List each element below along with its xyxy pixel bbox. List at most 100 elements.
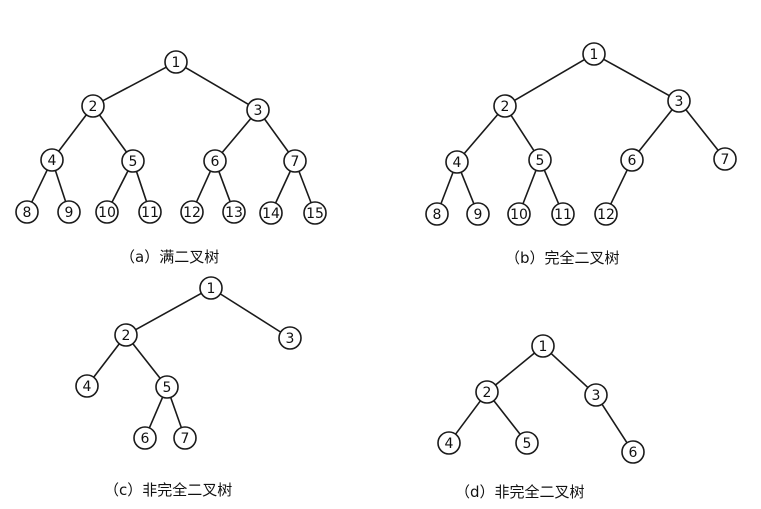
node-label: 9 xyxy=(474,207,483,223)
edge-6-12 xyxy=(610,169,628,205)
node-label: 5 xyxy=(163,380,172,396)
tree-node: 9 xyxy=(466,202,490,226)
node-circle xyxy=(283,149,307,173)
tree-node: 9 xyxy=(57,200,81,224)
node-label: 11 xyxy=(141,205,159,221)
node-circle xyxy=(180,200,204,224)
edge-5-11 xyxy=(543,169,560,205)
node-circle xyxy=(493,94,517,118)
node-label: 2 xyxy=(122,328,131,344)
tree-node: 4 xyxy=(75,374,99,398)
node-circle xyxy=(531,334,555,358)
node-circle xyxy=(594,202,618,226)
edge-7-15 xyxy=(298,170,312,204)
edge-1-2 xyxy=(494,352,536,386)
node-circle xyxy=(303,201,327,225)
node-label: 13 xyxy=(225,205,243,221)
node-circle xyxy=(138,200,162,224)
node-label: 5 xyxy=(129,154,138,170)
node-circle xyxy=(667,89,691,113)
tree-node: 1 xyxy=(199,276,223,300)
node-label: 6 xyxy=(629,445,638,461)
tree-node: 10 xyxy=(507,202,531,226)
node-label: 5 xyxy=(536,153,545,169)
node-circle xyxy=(40,148,64,172)
edge-3-7 xyxy=(263,118,290,153)
edge-5-11 xyxy=(135,171,148,202)
node-label: 2 xyxy=(483,385,492,401)
edge-2-4 xyxy=(93,343,120,378)
tree-caption: （d）非完全二叉树 xyxy=(455,483,585,501)
node-label: 12 xyxy=(183,205,201,221)
tree-node: 2 xyxy=(475,380,499,404)
node-label: 10 xyxy=(98,205,116,221)
tree-node: 7 xyxy=(173,426,197,450)
node-circle xyxy=(15,200,39,224)
tree-node: 12 xyxy=(180,200,204,224)
edge-4-9 xyxy=(54,170,67,202)
node-circle xyxy=(475,380,499,404)
edge-4-9 xyxy=(460,171,475,205)
edge-4-8 xyxy=(31,169,48,203)
tree-node: 4 xyxy=(445,150,469,174)
node-circle xyxy=(437,431,461,455)
edge-2-5 xyxy=(98,114,128,153)
edge-3-6 xyxy=(638,109,673,152)
node-circle xyxy=(95,200,119,224)
tree-node: 11 xyxy=(551,202,575,226)
tree-node: 2 xyxy=(493,94,517,118)
edge-1-3 xyxy=(603,58,670,97)
tree-node: 1 xyxy=(531,334,555,358)
edge-6-13 xyxy=(218,171,231,202)
tree-node: 6 xyxy=(621,440,645,464)
edge-3-7 xyxy=(685,109,719,151)
node-label: 12 xyxy=(597,207,615,223)
node-circle xyxy=(621,440,645,464)
node-label: 1 xyxy=(172,55,181,71)
edge-2-4 xyxy=(463,113,499,155)
node-label: 1 xyxy=(539,339,548,355)
node-circle xyxy=(164,50,188,74)
node-label: 9 xyxy=(65,205,74,221)
edge-2-5 xyxy=(510,114,535,152)
tree-node: 2 xyxy=(114,323,138,347)
node-circle xyxy=(222,200,246,224)
node-label: 7 xyxy=(291,154,300,170)
node-circle xyxy=(259,201,283,225)
tree-c: 1 2 3 4 5 6 7 （c）非完全二叉树 xyxy=(75,276,302,499)
node-label: 1 xyxy=(590,47,599,63)
edge-5-6 xyxy=(148,396,164,429)
node-label: 14 xyxy=(262,206,280,222)
node-circle xyxy=(121,149,145,173)
node-circle xyxy=(75,374,99,398)
node-label: 4 xyxy=(48,153,57,169)
tree-node: 3 xyxy=(278,326,302,350)
node-label: 4 xyxy=(453,155,462,171)
node-circle xyxy=(199,276,223,300)
tree-node: 6 xyxy=(203,149,227,173)
tree-node: 7 xyxy=(713,147,737,171)
tree-node: 4 xyxy=(40,148,64,172)
edge-1-3 xyxy=(219,293,282,333)
tree-caption: （c）非完全二叉树 xyxy=(104,481,232,499)
node-circle xyxy=(155,375,179,399)
node-circle xyxy=(81,94,105,118)
edge-1-2 xyxy=(102,66,167,102)
node-circle xyxy=(582,42,606,66)
node-circle xyxy=(515,431,539,455)
edge-1-2 xyxy=(514,58,585,102)
node-circle xyxy=(507,202,531,226)
tree-node: 14 xyxy=(259,201,283,225)
tree-node: 8 xyxy=(15,200,39,224)
node-label: 6 xyxy=(211,154,220,170)
node-label: 6 xyxy=(141,431,150,447)
node-label: 7 xyxy=(181,431,190,447)
node-label: 1 xyxy=(207,281,216,297)
node-circle xyxy=(173,426,197,450)
node-circle xyxy=(466,202,490,226)
edge-2-5 xyxy=(493,400,521,435)
node-label: 3 xyxy=(254,103,263,119)
tree-node: 4 xyxy=(437,431,461,455)
